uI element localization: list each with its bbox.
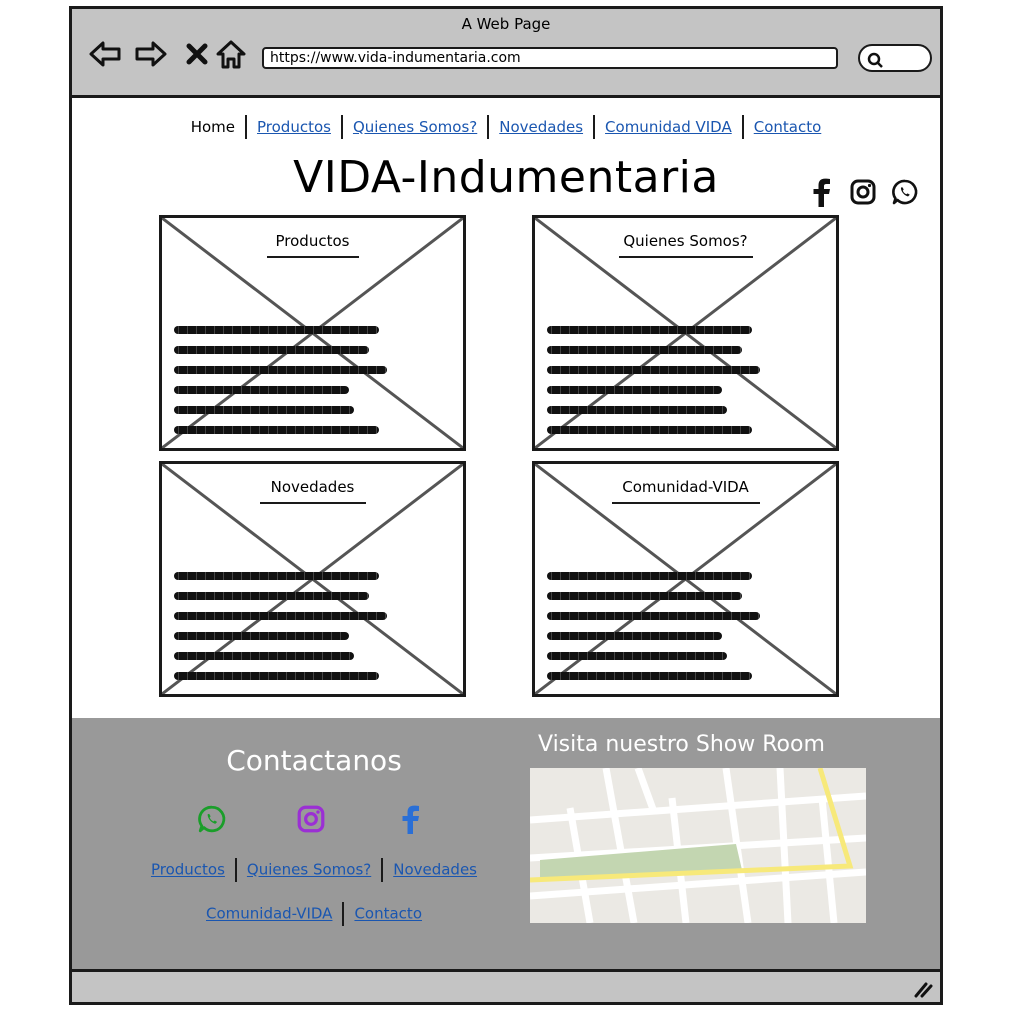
card-title: Quienes Somos? (623, 232, 748, 250)
card-title: Novedades (270, 478, 355, 496)
footer-separator (234, 858, 237, 882)
arrow-right-icon (135, 41, 167, 67)
footer-links-row1: Productos Quienes Somos? Novedades (72, 858, 556, 882)
facebook-icon (813, 178, 830, 207)
back-button[interactable] (88, 37, 122, 71)
page-title: VIDA-Indumentaria (293, 152, 719, 203)
nav-novedades[interactable]: Novedades (499, 118, 584, 136)
nav-separator (340, 115, 343, 139)
resize-handle-icon[interactable] (912, 980, 934, 998)
showroom-title: Visita nuestro Show Room (538, 732, 825, 757)
showroom-map[interactable] (530, 768, 866, 923)
footer-separator (342, 902, 345, 926)
nav-contacto[interactable]: Contacto (753, 118, 822, 136)
search-icon (867, 52, 883, 68)
window-title: A Web Page (461, 15, 551, 33)
footer-link-productos[interactable]: Productos (150, 860, 225, 879)
card-novedades[interactable]: Novedades (159, 461, 466, 697)
whatsapp-link[interactable] (890, 177, 920, 207)
card-productos[interactable]: Productos (159, 215, 466, 451)
facebook-icon (402, 805, 419, 834)
browser-window: A Web Page https://www.vida-indumentaria… (69, 6, 943, 1005)
nav-home[interactable]: Home (190, 118, 235, 136)
instagram-link[interactable] (295, 803, 327, 835)
footer-link-novedades[interactable]: Novedades (393, 860, 478, 879)
footer-link-quienes-somos[interactable]: Quienes Somos? (246, 860, 372, 879)
footer-link-comunidad-vida[interactable]: Comunidad-VIDA (206, 904, 333, 923)
nav-separator (487, 115, 490, 139)
search-box[interactable] (858, 44, 932, 72)
instagram-link[interactable] (848, 177, 878, 207)
footer-separator (381, 858, 384, 882)
card-comunidad-vida[interactable]: Comunidad-VIDA (532, 461, 839, 697)
contact-title: Contactanos (226, 744, 402, 777)
whatsapp-icon (198, 805, 226, 833)
footer-social-links (196, 803, 426, 835)
home-button[interactable] (214, 37, 248, 71)
nav-separator (593, 115, 596, 139)
instagram-icon (297, 805, 325, 833)
facebook-link[interactable] (394, 803, 426, 835)
forward-button[interactable] (134, 37, 168, 71)
card-quienes-somos[interactable]: Quienes Somos? (532, 215, 839, 451)
footer: Contactanos Productos Quienes Somos? Noved… (72, 718, 940, 971)
placeholder-text (547, 326, 760, 446)
nav-separator (741, 115, 744, 139)
placeholder-text (174, 572, 387, 692)
whatsapp-icon (892, 179, 918, 205)
placeholder-text (547, 572, 760, 692)
nav-comunidad-vida[interactable]: Comunidad VIDA (605, 118, 732, 136)
nav-quienes-somos[interactable]: Quienes Somos? (352, 118, 478, 136)
placeholder-text (174, 326, 387, 446)
browser-toolbar: A Web Page https://www.vida-indumentaria… (72, 9, 940, 98)
nav-separator (245, 115, 247, 139)
nav-productos[interactable]: Productos (257, 118, 331, 136)
instagram-icon (850, 179, 876, 205)
arrow-left-icon (89, 41, 121, 67)
browser-statusbar (72, 969, 940, 1002)
whatsapp-link[interactable] (196, 803, 228, 835)
address-bar[interactable]: https://www.vida-indumentaria.com (262, 47, 838, 69)
card-title: Productos (275, 232, 350, 250)
footer-link-contacto[interactable]: Contacto (354, 904, 422, 923)
facebook-link[interactable] (806, 177, 836, 207)
header-social-links (806, 177, 920, 207)
close-icon (186, 43, 208, 65)
footer-links-row2: Comunidad-VIDA Contacto (72, 902, 556, 926)
main-nav: Home Productos Quienes Somos? Novedades Comu… (72, 115, 940, 139)
card-title: Comunidad-VIDA (622, 478, 749, 496)
map-graphic (530, 768, 866, 923)
home-icon (216, 40, 246, 69)
stop-button[interactable] (180, 37, 214, 71)
